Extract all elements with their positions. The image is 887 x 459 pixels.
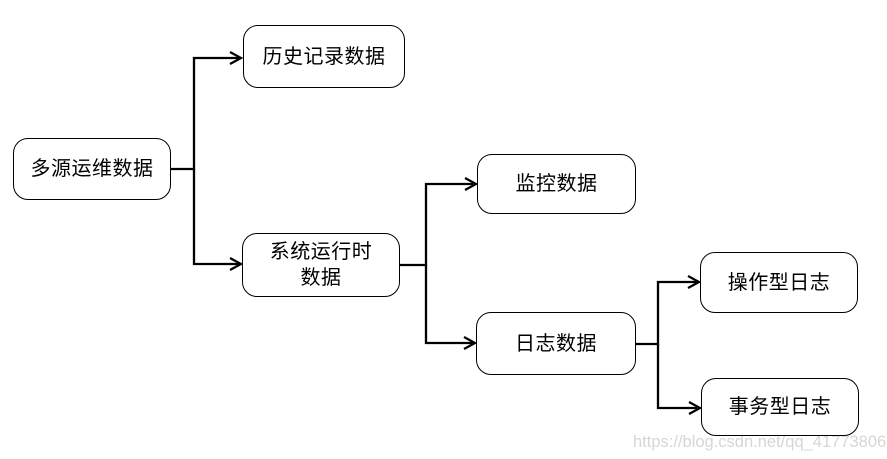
edge-log-transactional bbox=[656, 344, 703, 415]
edge-runtime-log bbox=[424, 265, 478, 350]
edge-source-history bbox=[171, 51, 244, 171]
node-log-data: 日志数据 bbox=[476, 312, 636, 375]
node-monitoring-data: 监控数据 bbox=[477, 154, 636, 214]
node-transactional-log: 事务型日志 bbox=[701, 378, 859, 436]
edge-runtime-monitoring bbox=[400, 177, 479, 267]
node-system-runtime-data: 系统运行时数据 bbox=[242, 233, 400, 297]
watermark-url: https://blog.csdn.net/qq_41773806 bbox=[633, 433, 887, 451]
node-history-record-data: 历史记录数据 bbox=[243, 25, 405, 88]
node-multi-source-ops-data: 多源运维数据 bbox=[13, 138, 171, 200]
edge-source-runtime bbox=[192, 169, 244, 271]
edge-log-operational bbox=[636, 275, 702, 346]
node-operational-log: 操作型日志 bbox=[700, 252, 858, 313]
